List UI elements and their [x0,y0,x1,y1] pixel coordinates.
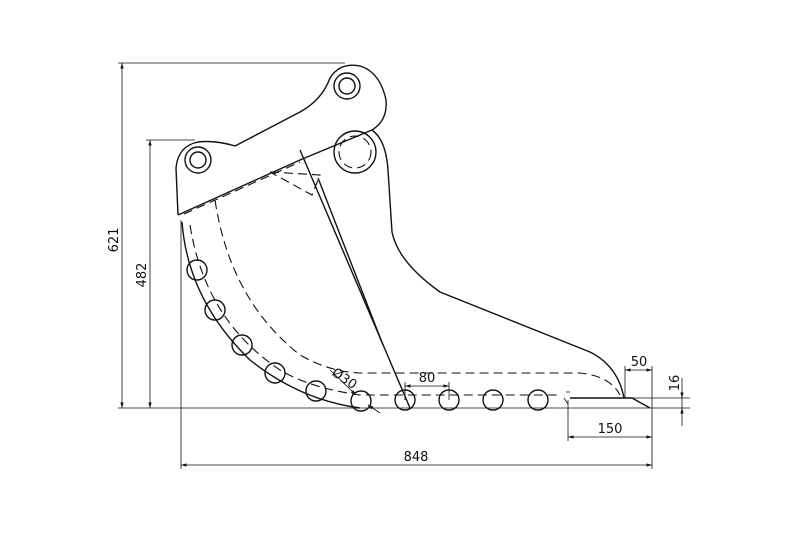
top-pin-icon [333,72,361,100]
dim-621: 621 [107,228,122,253]
dimension-lines [120,62,684,467]
dim-482: 482 [135,263,150,288]
main-pin-icon [333,130,377,174]
extension-lines [118,62,690,469]
dim-16: 16 [668,375,683,392]
left-pin-icon [184,146,212,174]
teeth [186,259,549,412]
dim-848: 848 [404,450,429,465]
dim-50: 50 [631,355,648,370]
pin-holes [184,72,377,174]
bucket-outline [175,64,651,409]
dim-diameter-30: Ø30 [329,365,360,393]
dim-80: 80 [419,371,436,386]
dim-150: 150 [598,422,623,437]
